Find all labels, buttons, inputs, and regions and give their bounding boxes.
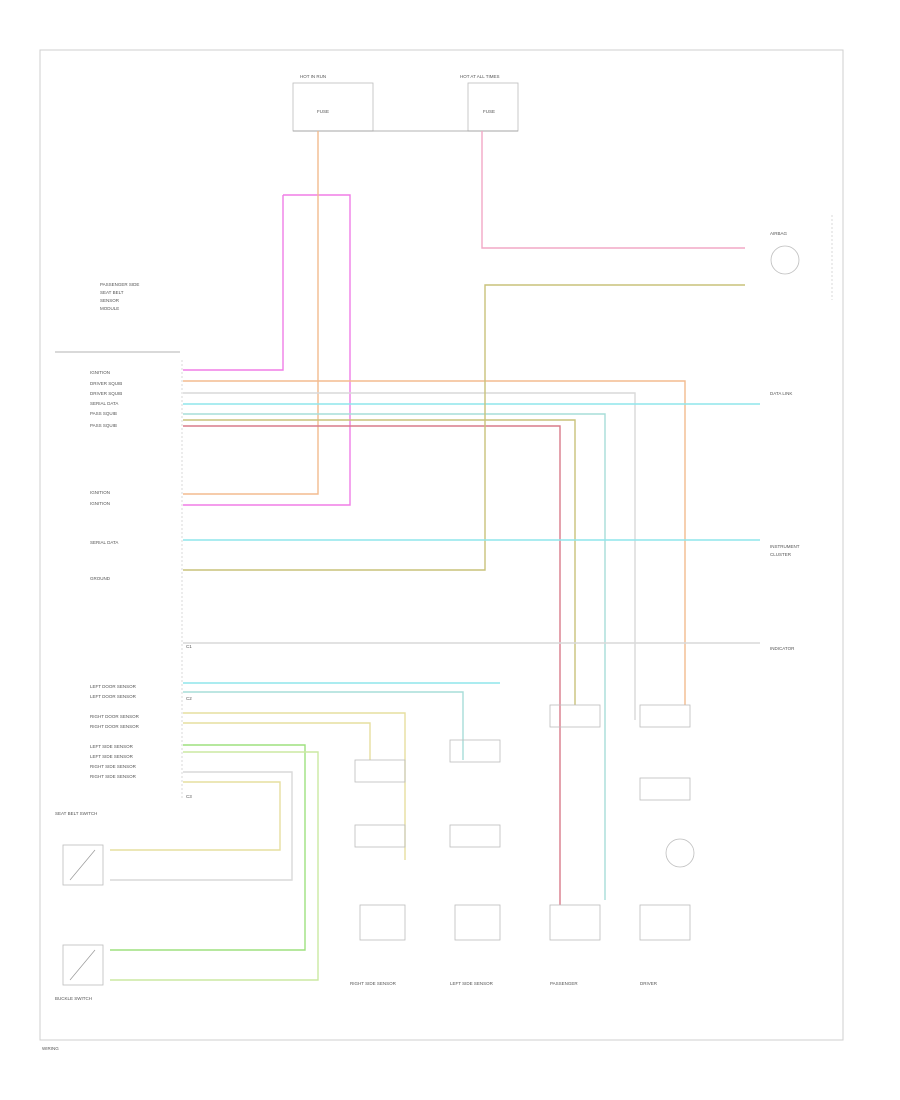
wire-olive-ground	[183, 284, 745, 571]
wire-magenta-ignition-a	[183, 194, 351, 506]
wire-green-side-a	[110, 744, 306, 951]
seat-belt-switch: SEAT BELT SWITCH	[55, 811, 104, 886]
wire-yellow-right-door-b	[183, 722, 371, 760]
fuse-label-left: HOT IN RUN	[300, 74, 326, 79]
fuse-box-right: HOT AT ALL TIMES FUSE	[460, 74, 519, 132]
svg-text:PASSENGER: PASSENGER	[550, 981, 578, 986]
fuse-id-left: FUSE	[317, 109, 329, 114]
diagram-frame	[39, 49, 844, 1041]
connector-c1: C1	[186, 644, 192, 649]
svg-text:IGNITION: IGNITION	[90, 370, 110, 375]
wire-pink-feed	[481, 131, 745, 249]
svg-text:PASS SQUIB: PASS SQUIB	[90, 423, 117, 428]
fuse-box-left: HOT IN RUN FUSE	[292, 74, 374, 132]
svg-text:RIGHT DOOR SENSOR: RIGHT DOOR SENSOR	[90, 724, 140, 729]
svg-text:INDICATOR: INDICATOR	[770, 646, 795, 651]
wire-olive-pass	[183, 419, 576, 705]
svg-text:PASS SQUIB: PASS SQUIB	[90, 411, 117, 416]
svg-text:SERIAL DATA: SERIAL DATA	[90, 401, 118, 406]
wire-magenta-ignition-b	[183, 195, 284, 371]
wire-teal-pass	[183, 413, 606, 900]
svg-text:LEFT SIDE SENSOR: LEFT SIDE SENSOR	[450, 981, 494, 986]
svg-text:RIGHT DOOR SENSOR: RIGHT DOOR SENSOR	[90, 714, 140, 719]
svg-text:INSTRUMENT: INSTRUMENT	[770, 544, 800, 549]
svg-text:DRIVER SQUIB: DRIVER SQUIB	[90, 381, 122, 386]
sensor-passenger: PASSENGER	[549, 704, 601, 986]
svg-text:LEFT SIDE SENSOR: LEFT SIDE SENSOR	[90, 754, 134, 759]
svg-text:RIGHT SIDE SENSOR: RIGHT SIDE SENSOR	[350, 981, 397, 986]
wire-red-pass	[183, 425, 561, 905]
svg-text:IGNITION: IGNITION	[90, 490, 110, 495]
buckle-switch: BUCKLE SWITCH	[55, 944, 104, 1001]
wire-gray-driver	[183, 392, 636, 720]
connector-c3: C3	[186, 794, 192, 799]
sensor-right-side: RIGHT SIDE SENSOR	[350, 759, 406, 986]
wire-teal-left-door	[183, 691, 464, 760]
wire-yellow-right-door	[183, 712, 406, 860]
svg-text:BUCKLE SWITCH: BUCKLE SWITCH	[55, 996, 92, 1001]
wire-orange-driver	[183, 380, 686, 705]
svg-text:CLUSTER: CLUSTER	[770, 552, 792, 557]
svg-text:RIGHT SIDE SENSOR: RIGHT SIDE SENSOR	[90, 764, 137, 769]
svg-text:DRIVER: DRIVER	[640, 981, 658, 986]
svg-text:SENSOR: SENSOR	[100, 298, 120, 303]
sensor-driver: DRIVER	[639, 704, 695, 986]
pin-labels: IGNITION DRIVER SQUIB DRIVER SQUIB SERIA…	[90, 370, 140, 779]
sensor-left-side: LEFT SIDE SENSOR	[449, 739, 501, 986]
wire-lime-side-b	[110, 751, 319, 981]
svg-text:MODULE: MODULE	[100, 306, 119, 311]
svg-text:SEAT BELT: SEAT BELT	[100, 290, 124, 295]
svg-text:SERIAL DATA: SERIAL DATA	[90, 540, 118, 545]
svg-text:PASSENGER SIDE: PASSENGER SIDE	[100, 282, 139, 287]
svg-text:DATA LINK: DATA LINK	[770, 391, 792, 396]
svg-text:SEAT BELT SWITCH: SEAT BELT SWITCH	[55, 811, 97, 816]
fuse-id-right: FUSE	[483, 109, 495, 114]
svg-text:DRIVER SQUIB: DRIVER SQUIB	[90, 391, 122, 396]
footer-code: WIRING	[42, 1046, 59, 1051]
wire-orange-ignition	[183, 131, 319, 495]
svg-text:LEFT DOOR SENSOR: LEFT DOOR SENSOR	[90, 684, 137, 689]
fuse-label-right: HOT AT ALL TIMES	[460, 74, 500, 79]
right-labels: AIRBAG DATA LINK INSTRUMENT CLUSTER INDI…	[770, 231, 800, 651]
svg-text:LEFT DOOR SENSOR: LEFT DOOR SENSOR	[90, 694, 137, 699]
svg-text:GROUND: GROUND	[90, 576, 111, 581]
module-title: PASSENGER SIDE SEAT BELT SENSOR MODULE	[100, 282, 139, 311]
svg-text:LEFT SIDE SENSOR: LEFT SIDE SENSOR	[90, 744, 134, 749]
connector-c2: C2	[186, 696, 192, 701]
wire-yellow-switch	[110, 781, 281, 851]
svg-text:AIRBAG: AIRBAG	[770, 231, 788, 236]
svg-text:IGNITION: IGNITION	[90, 501, 110, 506]
svg-text:RIGHT SIDE SENSOR: RIGHT SIDE SENSOR	[90, 774, 137, 779]
airbag-component	[770, 215, 833, 300]
wire-gray-switch	[110, 771, 293, 881]
